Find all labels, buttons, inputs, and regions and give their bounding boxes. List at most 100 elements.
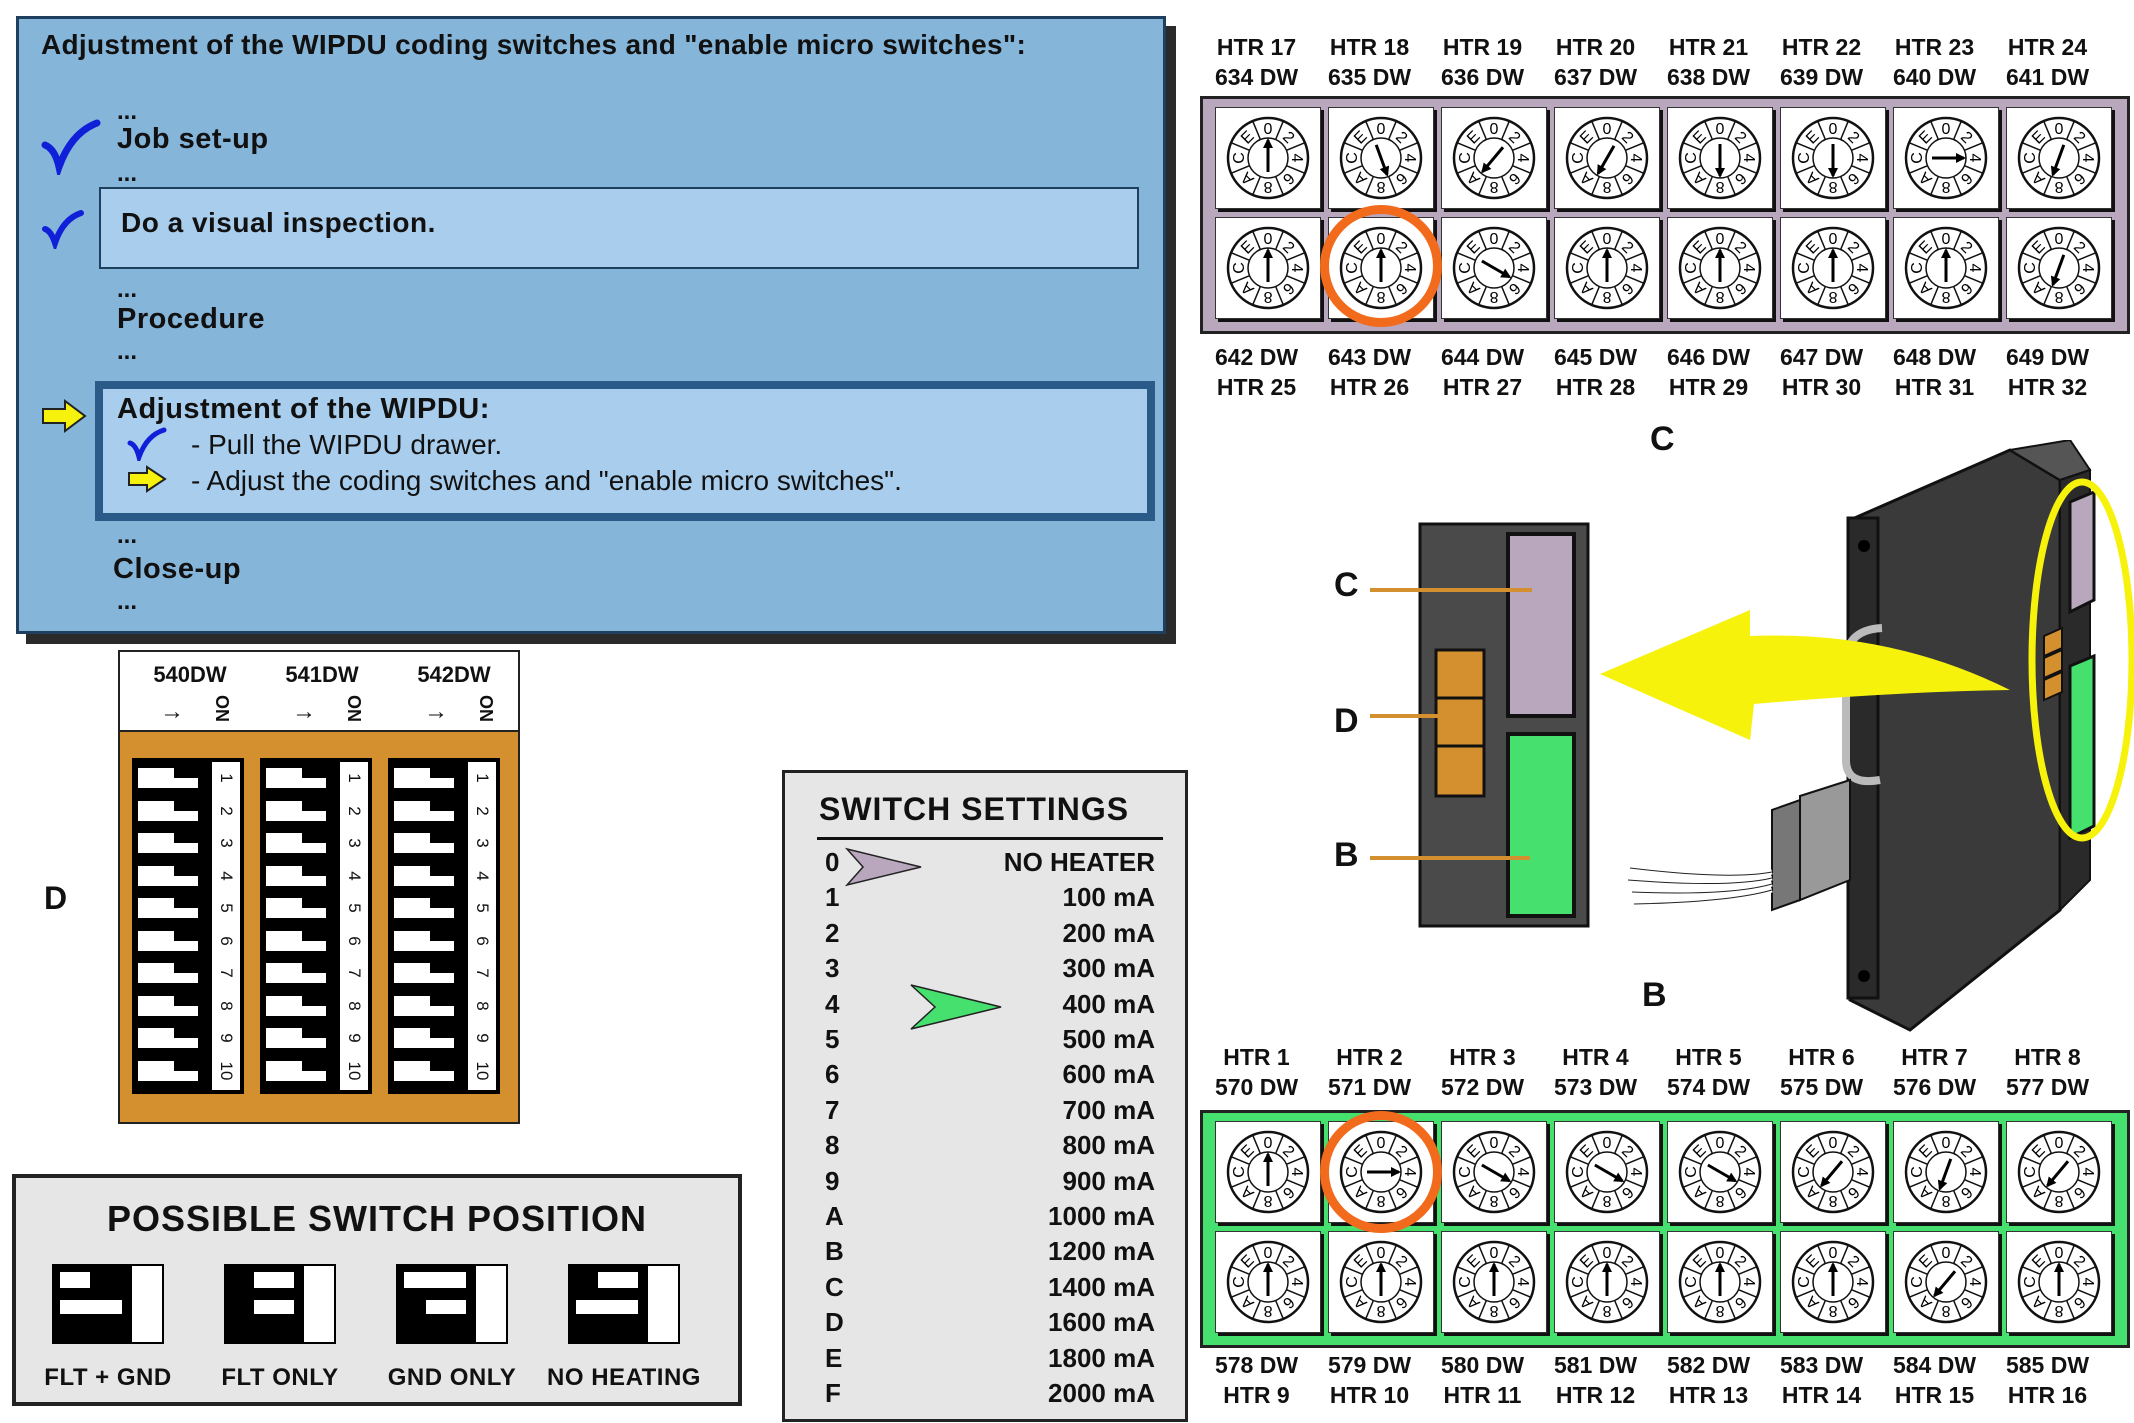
dip-lever[interactable]: [394, 1060, 454, 1081]
step-close-up[interactable]: Close-up: [113, 553, 242, 585]
dial-glyph: 8: [2054, 1302, 2063, 1319]
dip-lever[interactable]: [266, 768, 326, 788]
heater-label-line: HTR 23: [1894, 34, 1975, 60]
dial-glyph: 8: [1715, 178, 1724, 195]
drawer-face-c-block: [1506, 532, 1576, 718]
dip-lever[interactable]: [266, 1060, 326, 1081]
dip-lever[interactable]: [138, 768, 198, 788]
dip-lever[interactable]: [138, 800, 198, 821]
dial-glyph: 4: [1627, 1168, 1644, 1177]
dip-lever[interactable]: [394, 865, 454, 886]
dip-number: 1: [217, 773, 236, 783]
dip-lever[interactable]: [138, 930, 198, 951]
dial-glyph: 4: [1627, 154, 1644, 163]
dip-lever[interactable]: [394, 833, 454, 853]
dial-glyph: C: [1344, 262, 1361, 274]
dip-lever[interactable]: [394, 995, 454, 1016]
dip-lever[interactable]: [266, 995, 326, 1016]
dip-lever[interactable]: [138, 995, 198, 1016]
dip-lever[interactable]: [394, 1028, 454, 1048]
dip-lever[interactable]: [266, 865, 326, 886]
dial-glyph: 0: [1603, 121, 1612, 138]
heater-label-line: HTR 13: [1668, 1382, 1749, 1408]
dip-lever[interactable]: [138, 1060, 198, 1081]
dip-number: 3: [473, 838, 492, 848]
step-adjustment-box[interactable]: Adjustment of the WIPDU: - Pull the WIPD…: [95, 381, 1155, 521]
dial-glyph: C: [2022, 152, 2039, 164]
dip-number: 2: [473, 805, 492, 816]
dip-lever[interactable]: [138, 963, 198, 983]
dip-lever[interactable]: [138, 898, 198, 918]
ellipsis: ...: [117, 160, 138, 187]
dip-lever[interactable]: [394, 930, 454, 951]
dial-glyph: C: [1683, 1276, 1700, 1288]
dial-glyph: 4: [1740, 154, 1757, 163]
dip-lever[interactable]: [266, 833, 326, 853]
settings-value: 2000 mA: [1048, 1378, 1155, 1408]
dip-lever[interactable]: [394, 963, 454, 983]
dip-lever[interactable]: [394, 800, 454, 821]
dip-lever[interactable]: [138, 1028, 198, 1048]
dip-lever[interactable]: [266, 898, 326, 918]
dip-lever[interactable]: [138, 865, 198, 886]
dip-bank-label: 540DW: [153, 662, 227, 687]
dial-glyph: 8: [1376, 1302, 1385, 1319]
dial-glyph: 8: [1941, 1302, 1950, 1319]
settings-value: 100 mA: [1062, 882, 1156, 913]
dip-lever[interactable]: [266, 930, 326, 951]
dip-lever[interactable]: [266, 1028, 326, 1048]
dip-lever[interactable]: [266, 963, 326, 983]
settings-value: 600 mA: [1062, 1059, 1156, 1090]
heater-label-line: 580 DW: [1440, 1352, 1525, 1378]
dip-lever[interactable]: [138, 833, 198, 853]
dip-lever[interactable]: [394, 898, 454, 918]
settings-key: 4: [825, 988, 840, 1019]
step-visual-inspection-box[interactable]: Do a visual inspection.: [99, 187, 1139, 269]
drawer-label-b: B: [1334, 836, 1359, 874]
dip-lever[interactable]: [266, 800, 326, 821]
dip-lever[interactable]: [394, 768, 454, 788]
step-job-setup[interactable]: Job set-up: [117, 123, 269, 155]
dial-glyph: 8: [1828, 288, 1837, 305]
dip-number: 8: [345, 1000, 364, 1011]
step-procedure[interactable]: Procedure: [117, 303, 265, 335]
